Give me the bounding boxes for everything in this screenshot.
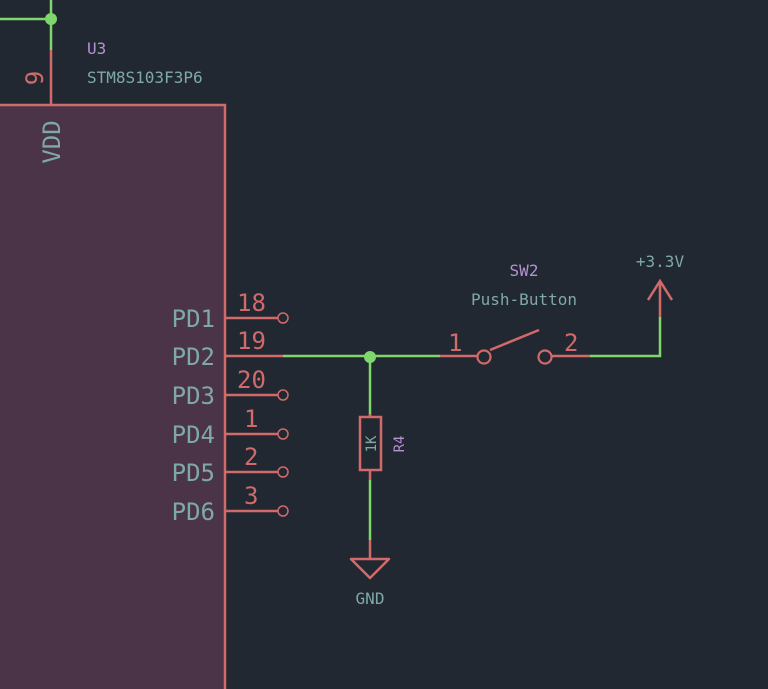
pin-name-pd1: PD1 <box>172 305 215 333</box>
supply-wire[interactable] <box>590 317 662 358</box>
u3-pin-pd4[interactable]: PD4 1 <box>172 405 289 449</box>
vdd-pin-number: 9 <box>21 71 49 85</box>
pin-name-pd6: PD6 <box>172 498 215 526</box>
u3-value: STM8S103F3P6 <box>87 68 203 87</box>
sw2-lever <box>489 328 540 352</box>
sw2-pin2-number: 2 <box>564 329 578 357</box>
pin-number-19: 19 <box>237 327 266 355</box>
ground-label: GND <box>356 589 385 608</box>
sw2-value: Push-Button <box>471 290 577 309</box>
pin-name-pd5: PD5 <box>172 459 215 487</box>
vdd-pin-name: VDD <box>38 120 66 163</box>
pin-name-pd4: PD4 <box>172 421 215 449</box>
u3-reference: U3 <box>87 39 106 58</box>
sw2-reference: SW2 <box>510 261 539 280</box>
pin-number-2: 2 <box>244 443 258 471</box>
ic-body-u3[interactable] <box>0 103 227 689</box>
u3-pin-pd6[interactable]: PD6 3 <box>172 482 289 526</box>
u3-pin-pd3[interactable]: PD3 20 <box>172 366 289 410</box>
supply-label: +3.3V <box>636 252 685 271</box>
switch-sw2[interactable]: 1 2 <box>440 328 590 365</box>
pin-number-3: 3 <box>244 482 258 510</box>
r4-value: 1K <box>364 435 380 452</box>
resistor-r4[interactable] <box>358 414 383 480</box>
u3-pin-pd2[interactable]: PD2 19 <box>172 327 283 371</box>
pd2-junction-dot <box>364 351 376 363</box>
pin-number-1: 1 <box>244 405 258 433</box>
ground-symbol[interactable] <box>349 540 391 580</box>
power-supply-symbol[interactable] <box>646 278 674 317</box>
pin-number-18: 18 <box>237 289 266 317</box>
vdd-junction-dot <box>45 13 57 25</box>
u3-pin-pd5[interactable]: PD5 2 <box>172 443 289 487</box>
pin-number-20: 20 <box>237 366 266 394</box>
sw2-pin1-number: 1 <box>448 329 462 357</box>
pin-name-pd2: PD2 <box>172 343 215 371</box>
pin-name-pd3: PD3 <box>172 382 215 410</box>
u3-pin-pd1[interactable]: PD1 18 <box>172 289 289 333</box>
r4-reference: R4 <box>392 436 408 453</box>
